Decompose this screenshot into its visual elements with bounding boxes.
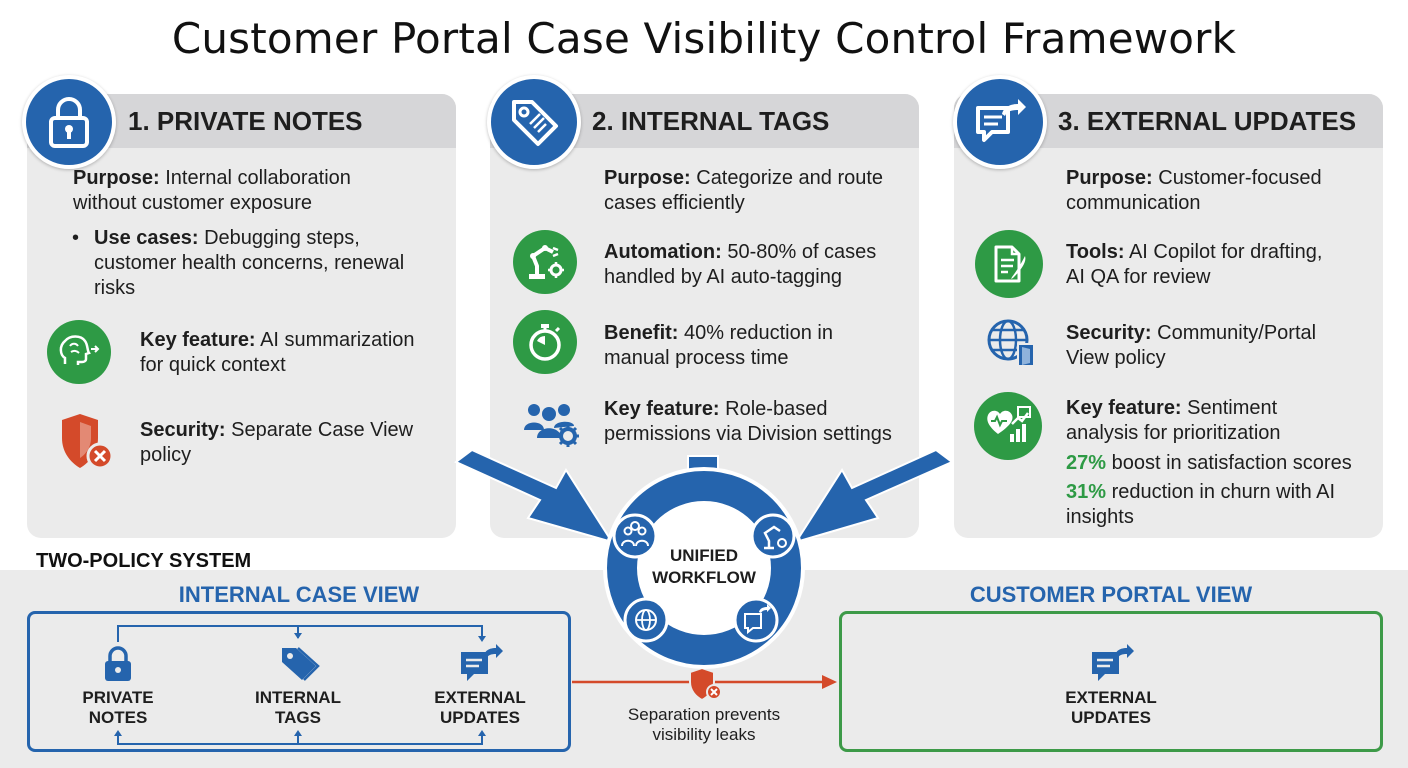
shield-x-icon xyxy=(688,666,724,707)
card-title: 2. INTERNAL TAGS xyxy=(592,106,830,136)
purpose-text: Purpose: Categorize and route cases effi… xyxy=(604,167,884,214)
feature-text: Key feature: AI summarization for quick … xyxy=(140,329,415,376)
document-pen-icon xyxy=(975,230,1043,298)
feature-text: Key feature: Role-based permissions via … xyxy=(604,398,892,445)
benefit-text: Benefit: 40% reduction in manual process… xyxy=(604,322,833,369)
workflow-label-line2: WORKFLOW xyxy=(652,568,757,587)
security-text: Security: Separate Case View policy xyxy=(140,419,414,466)
chat-share-icon xyxy=(953,75,1047,169)
stat-satisfaction: 27% boost in satisfaction scores xyxy=(1066,452,1352,474)
customer-view-title: CUSTOMER PORTAL VIEW xyxy=(969,582,1253,607)
robot-arm-icon xyxy=(513,230,577,294)
tools-text: Tools: AI Copilot for drafting, AI QA fo… xyxy=(1066,241,1323,288)
heart-chart-icon xyxy=(974,392,1042,460)
robot-arm-icon xyxy=(750,513,796,559)
tag-icon xyxy=(278,644,320,689)
team-icon xyxy=(612,513,658,559)
internal-view-title: INTERNAL CASE VIEW xyxy=(178,582,420,607)
usecases-text: Use cases: Debugging steps, customer hea… xyxy=(94,227,405,299)
arrow-from-external-updates xyxy=(793,448,954,544)
chat-share-icon xyxy=(458,642,504,689)
lock-icon xyxy=(101,645,135,688)
globe-door-icon xyxy=(984,316,1040,375)
tag-icon xyxy=(487,75,581,169)
card-title: 1. PRIVATE NOTES xyxy=(128,106,363,136)
purpose-text: Purpose: Internal collaboration without … xyxy=(73,167,351,214)
stopwatch-icon xyxy=(513,310,577,374)
bullet-dot: • xyxy=(72,227,80,249)
shield-x-icon xyxy=(58,412,118,477)
globe-icon xyxy=(623,597,669,643)
chat-share-icon xyxy=(733,597,779,643)
stat-churn: 31% reduction in churn with AI insights xyxy=(1066,481,1336,528)
automation-text: Automation: 50-80% of cases handled by A… xyxy=(604,241,877,288)
feature-text: Key feature: Sentiment analysis for prio… xyxy=(1066,397,1281,444)
purpose-text: Purpose: Customer-focused communication xyxy=(1066,167,1322,214)
customer-portal-view-box xyxy=(839,611,1383,752)
card-title: 3. EXTERNAL UPDATES xyxy=(1058,106,1357,136)
page-title: Customer Portal Case Visibility Control … xyxy=(171,14,1237,63)
team-gear-icon xyxy=(520,398,584,453)
arrow-from-private-notes xyxy=(454,448,615,544)
lock-icon xyxy=(22,75,116,169)
security-text: Security: Community/Portal View policy xyxy=(1066,322,1317,369)
brain-icon xyxy=(47,320,111,384)
chat-share-icon xyxy=(1089,642,1135,689)
workflow-label-line1: UNIFIED xyxy=(670,546,738,565)
two-policy-heading: TWO-POLICY SYSTEM xyxy=(36,550,252,572)
